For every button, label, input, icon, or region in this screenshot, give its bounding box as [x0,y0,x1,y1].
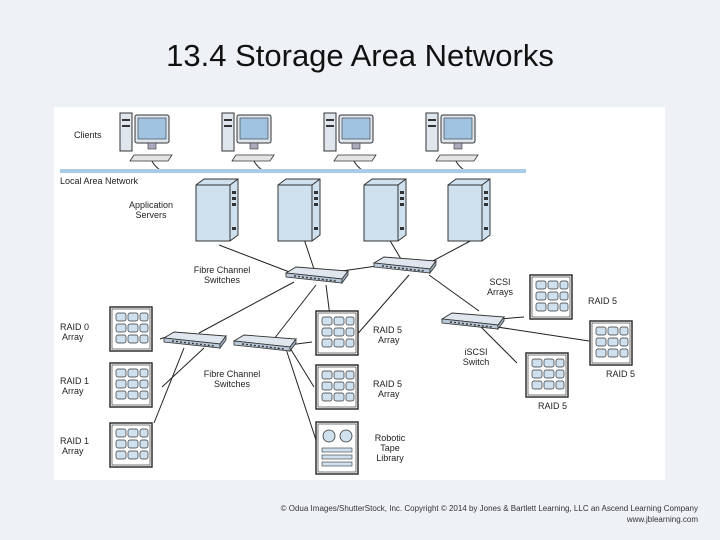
scsi-raid5-array [529,274,573,320]
raid5-array-right [589,320,633,366]
slide-title: 13.4 Storage Area Networks [166,38,554,73]
client-computer [323,112,377,162]
app-servers-label-2: Servers [135,210,167,220]
raid1-array [109,422,153,468]
raid0-label: RAID 0 [60,322,89,332]
copyright-url: www.jblearning.com [626,515,698,524]
raid5-scsi-label: RAID 5 [588,296,617,306]
robotic-tape-library [315,421,359,475]
raid5-right-label: RAID 5 [606,369,635,379]
clients-label: Clients [74,130,102,140]
copyright-text: © Odua Images/ShutterStock, Inc. Copyrig… [280,504,698,513]
fibre-channel-switch [233,334,297,352]
raid5-array-bottom [525,352,569,398]
iscsi-label: iSCSI [464,347,487,357]
raid5-array [315,364,359,410]
raid0-label-2: Array [62,332,84,342]
raid1b-label: RAID 1 [60,436,89,446]
lan-bar [60,169,526,173]
raid1a-label-2: Array [62,386,84,396]
raid0-array [109,306,153,352]
lan-label: Local Area Network [60,176,139,186]
robotic-label: Robotic [375,433,406,443]
fibre-channel-switch [163,331,227,349]
robotic-label-3: Library [376,453,404,463]
raid5b-label: RAID 5 [373,379,402,389]
raid5-bottom-label: RAID 5 [538,401,567,411]
raid5-array [315,310,359,356]
fc-switches-top-label: Fibre Channel [194,265,251,275]
scsi-label: SCSI [489,277,510,287]
fc-switches-bottom-label-2: Switches [214,379,251,389]
raid5a-label: RAID 5 [373,325,402,335]
robotic-label-2: Tape [380,443,400,453]
raid1-array [109,362,153,408]
iscsi-label-2: Switch [463,357,490,367]
client-computer [119,112,173,162]
application-server [277,178,321,242]
application-server [363,178,407,242]
raid1b-label-2: Array [62,446,84,456]
fibre-channel-switch [285,266,349,284]
scsi-label-2: Arrays [487,287,514,297]
raid5b-label-2: Array [378,389,400,399]
fibre-channel-switch [373,256,437,274]
copyright-footer: © Odua Images/ShutterStock, Inc. Copyrig… [281,503,698,525]
fc-switches-bottom-label: Fibre Channel [204,369,261,379]
fc-switches-top-label-2: Switches [204,275,241,285]
raid5a-label-2: Array [378,335,400,345]
app-servers-label: Application [129,200,173,210]
connection-lines [149,156,590,441]
iscsi-switch [441,312,505,330]
san-diagram: Clients Local Area Network Application S… [54,107,665,480]
raid1a-label: RAID 1 [60,376,89,386]
client-computer [425,112,479,162]
application-server [195,178,239,242]
application-server [447,178,491,242]
client-computer [221,112,275,162]
